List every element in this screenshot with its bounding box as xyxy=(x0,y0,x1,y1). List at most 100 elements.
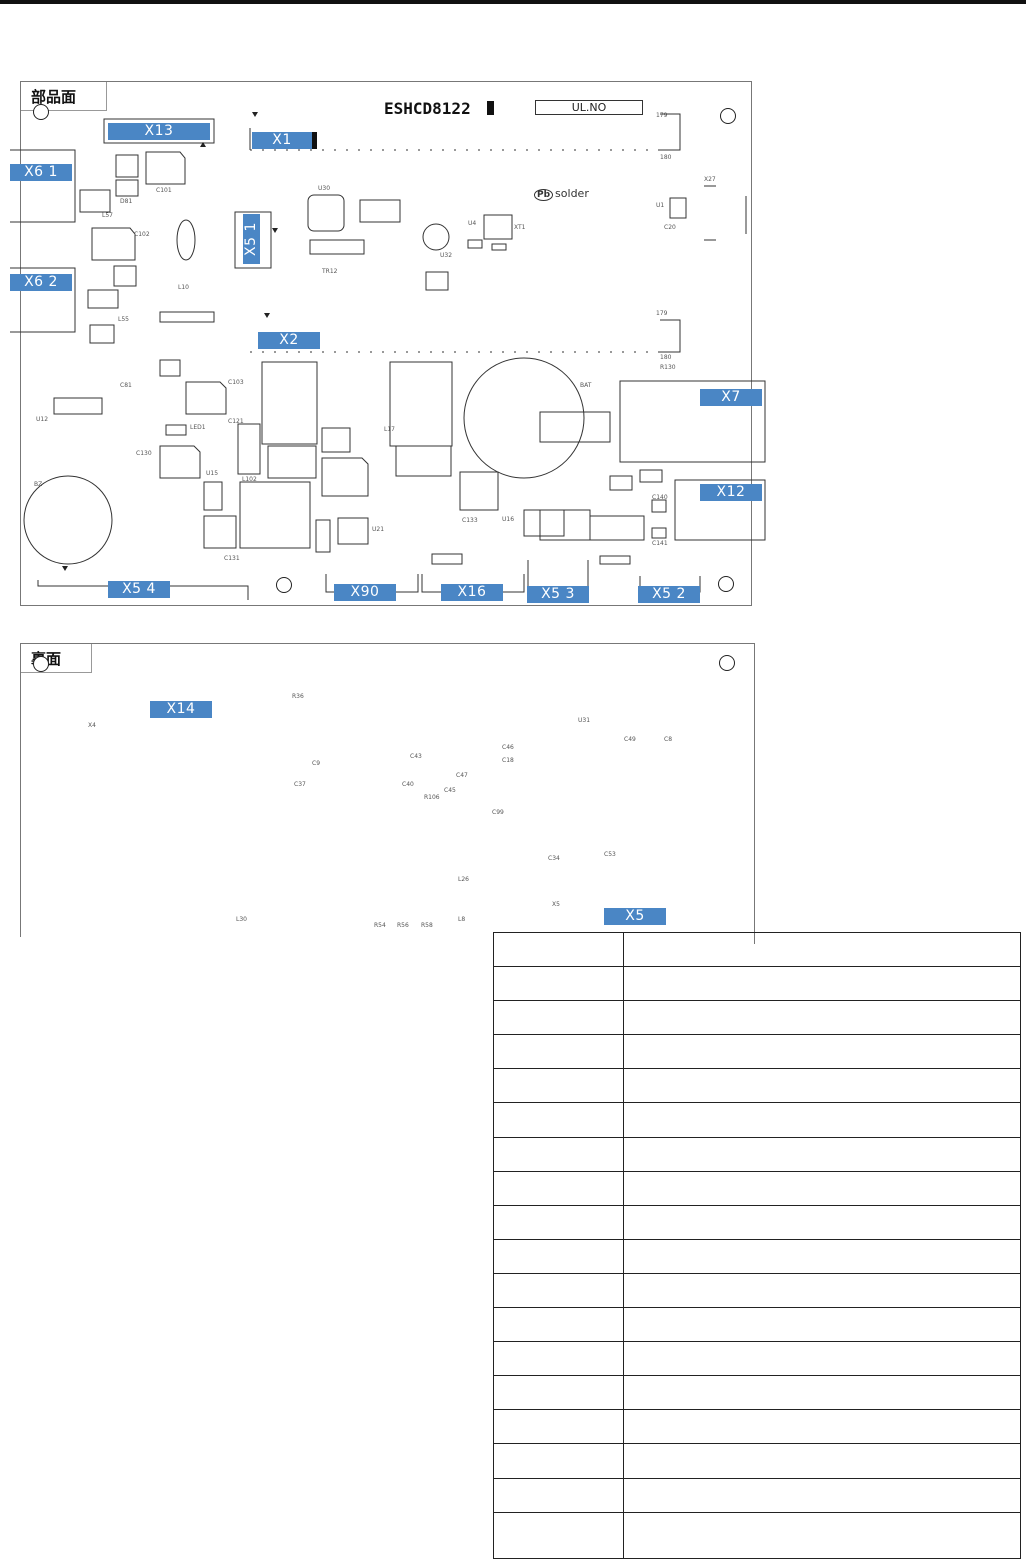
silk-c20: C20 xyxy=(664,224,676,231)
table-cell xyxy=(493,1068,624,1104)
mounting-hole xyxy=(719,655,735,671)
silk-tr12: TR12 xyxy=(322,268,338,275)
connector-x12[interactable]: X12 xyxy=(700,484,762,501)
table-cell xyxy=(623,1238,1021,1274)
silk-l8: L8 xyxy=(458,916,466,923)
silk-c9: C9 xyxy=(312,760,321,767)
silk-c133: C133 xyxy=(462,517,478,524)
silk-l17: L17 xyxy=(384,426,395,433)
silk-c102: C102 xyxy=(134,231,150,238)
silk-l102: L102 xyxy=(242,476,257,483)
table-cell xyxy=(493,1272,624,1309)
silk-c46: C46 xyxy=(502,744,514,751)
silk-c130: C130 xyxy=(136,450,152,457)
connector-x1-end xyxy=(312,132,317,149)
table-cell xyxy=(623,966,1021,1002)
mounting-hole xyxy=(33,104,49,120)
table-row xyxy=(493,1000,1021,1036)
board-model-number: ESHCD8122 xyxy=(384,99,471,118)
table-cell xyxy=(493,1307,624,1343)
table-cell xyxy=(623,1102,1021,1138)
table-row xyxy=(493,1068,1021,1104)
connector-x14[interactable]: X14 xyxy=(150,701,212,718)
table-cell xyxy=(623,1272,1021,1309)
silk-led1: LED1 xyxy=(190,424,206,431)
silk-c103: C103 xyxy=(228,379,244,386)
pin-assignment-table xyxy=(493,931,1021,1559)
silk-r130: R130 xyxy=(660,364,676,371)
connector-x1[interactable]: X1 xyxy=(252,132,312,149)
connector-x5[interactable]: X5 xyxy=(604,908,666,925)
table-cell xyxy=(623,1034,1021,1070)
silk-c8: C8 xyxy=(664,736,673,743)
silk-bat: BAT xyxy=(580,382,592,389)
table-cell xyxy=(623,1068,1021,1104)
table-cell xyxy=(623,1443,1021,1479)
front-board: 部品面 xyxy=(20,81,752,606)
silk-c141: C141 xyxy=(652,540,668,547)
table-row xyxy=(493,1136,1021,1172)
mounting-hole xyxy=(720,108,736,124)
table-cell xyxy=(493,1204,624,1240)
silk-c140: C140 xyxy=(652,494,668,501)
silk-xt1: XT1 xyxy=(514,224,526,231)
table-cell xyxy=(493,1102,624,1138)
table-cell xyxy=(493,1136,624,1172)
silk-pin-179-top: 179 xyxy=(656,112,668,119)
table-row xyxy=(493,1375,1021,1411)
connector-x2[interactable]: X2 xyxy=(258,332,320,349)
silk-u4: U4 xyxy=(468,220,477,227)
silk-c101: C101 xyxy=(156,187,172,194)
silk-c99: C99 xyxy=(492,809,504,816)
connector-x90[interactable]: X90 xyxy=(334,584,396,601)
ul-number-box: UL.NO xyxy=(535,100,643,115)
table-cell xyxy=(493,1375,624,1411)
page-white-mask xyxy=(0,937,493,957)
connector-x6-2[interactable]: X6 2 xyxy=(10,274,72,291)
table-row xyxy=(493,1170,1021,1206)
silk-l57: L57 xyxy=(102,212,113,219)
table-cell xyxy=(623,1511,1021,1559)
silk-u16: U16 xyxy=(502,516,515,523)
silk-x4: X4 xyxy=(88,722,96,729)
table-row xyxy=(493,1511,1021,1559)
back-board: 裏面 xyxy=(20,643,755,944)
table-row xyxy=(493,1204,1021,1240)
connector-x5-4[interactable]: X5 4 xyxy=(108,581,170,598)
connector-x5-2[interactable]: X5 2 xyxy=(638,586,700,603)
connector-x5-3[interactable]: X5 3 xyxy=(527,586,589,603)
silk-u21: U21 xyxy=(372,526,385,533)
table-cell xyxy=(623,931,1021,968)
silk-x27: X27 xyxy=(704,176,716,183)
silk-c18: C18 xyxy=(502,757,514,764)
connector-x7[interactable]: X7 xyxy=(700,389,762,406)
table-cell xyxy=(623,1136,1021,1172)
table-cell xyxy=(623,1000,1021,1036)
table-row xyxy=(493,1102,1021,1138)
connector-x6-1[interactable]: X6 1 xyxy=(10,164,72,181)
table-cell xyxy=(493,1511,624,1559)
silk-r56: R56 xyxy=(397,922,409,929)
connector-x16[interactable]: X16 xyxy=(441,584,503,601)
table-cell xyxy=(493,966,624,1002)
silk-l55: L55 xyxy=(118,316,129,323)
connector-x5-1[interactable]: X5 1 xyxy=(243,214,260,264)
silk-r36: R36 xyxy=(292,693,304,700)
silk-u15: U15 xyxy=(206,470,219,477)
silk-c40: C40 xyxy=(402,781,414,788)
silk-bz: BZ xyxy=(34,481,43,488)
silk-d81: D81 xyxy=(120,198,133,205)
table-cell xyxy=(493,1443,624,1479)
table-row xyxy=(493,1477,1021,1513)
silk-pin-180-mid: 180 xyxy=(660,354,672,361)
silk-c45: C45 xyxy=(444,787,456,794)
connector-x13[interactable]: X13 xyxy=(108,123,210,140)
table-row xyxy=(493,1238,1021,1274)
table-row xyxy=(493,931,1021,968)
table-row xyxy=(493,1034,1021,1070)
silk-c47: C47 xyxy=(456,772,468,779)
table-row xyxy=(493,1341,1021,1377)
page-top-rule xyxy=(0,0,1026,4)
table-cell xyxy=(623,1375,1021,1411)
silk-c121: C121 xyxy=(228,418,244,425)
